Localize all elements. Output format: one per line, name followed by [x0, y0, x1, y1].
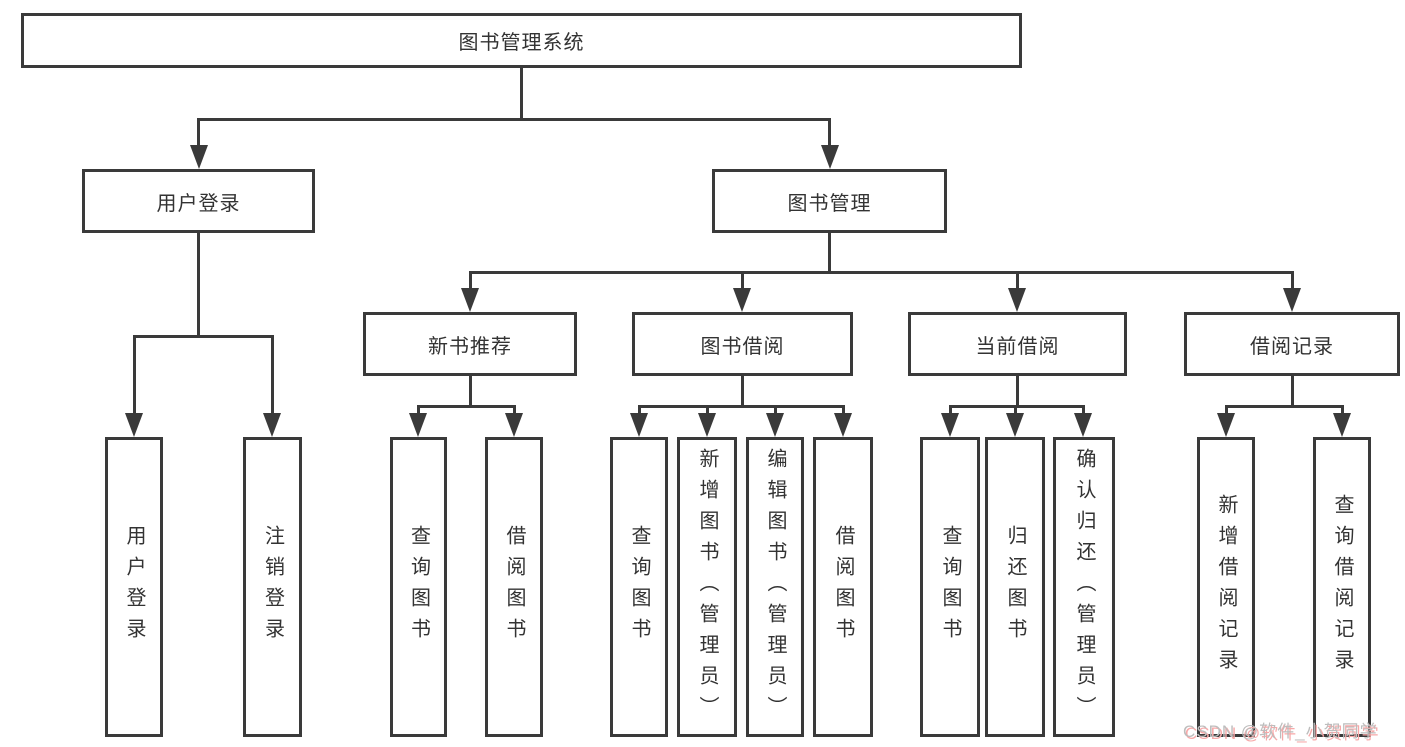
connector-line	[949, 405, 1085, 408]
leaf-newbook-borrow-label: 借阅图书	[503, 525, 525, 649]
connector-line	[1341, 405, 1344, 414]
leaf-user-login: 用户登录	[105, 437, 163, 737]
node-new-book-recommend-label: 新书推荐	[428, 335, 512, 358]
connector-line	[469, 376, 472, 407]
arrowhead-icon	[190, 145, 208, 169]
connector-line	[197, 118, 831, 121]
leaf-current-query-label: 查询图书	[939, 525, 961, 649]
leaf-records-query-label: 查询借阅记录	[1331, 494, 1353, 680]
leaf-records-add-label: 新增借阅记录	[1215, 494, 1237, 680]
connector-line	[520, 68, 523, 119]
arrowhead-icon	[263, 413, 281, 437]
leaf-borrow-query-label: 查询图书	[628, 525, 650, 649]
arrowhead-icon	[125, 413, 143, 437]
leaf-logout-login-label: 注销登录	[261, 525, 284, 649]
leaf-newbook-borrow: 借阅图书	[485, 437, 543, 737]
leaf-current-query: 查询图书	[920, 437, 980, 737]
leaf-newbook-query: 查询图书	[390, 437, 447, 737]
connector-line	[1014, 405, 1017, 414]
connector-line	[1016, 376, 1019, 407]
connector-line	[638, 405, 641, 414]
arrowhead-icon	[505, 413, 523, 437]
node-root: 图书管理系统	[21, 13, 1022, 68]
node-user-login-label: 用户登录	[156, 192, 241, 215]
connector-line	[741, 376, 744, 407]
connector-line	[513, 405, 516, 414]
leaf-logout-login: 注销登录	[243, 437, 302, 737]
leaf-borrow-borrow: 借阅图书	[813, 437, 873, 737]
leaf-records-query: 查询借阅记录	[1313, 437, 1371, 737]
connector-line	[741, 271, 744, 290]
node-book-management-label: 图书管理	[787, 192, 872, 215]
arrowhead-icon	[630, 413, 648, 437]
node-book-borrow-label: 图书借阅	[700, 335, 785, 358]
csdn-watermark: CSDN @软件_小贺同学	[1183, 722, 1378, 741]
connector-line	[197, 233, 200, 335]
connector-line	[197, 118, 200, 147]
leaf-newbook-query-label: 查询图书	[407, 525, 430, 649]
connector-line	[417, 405, 516, 408]
connector-line	[469, 271, 472, 290]
connector-line	[469, 271, 1294, 274]
arrowhead-icon	[1008, 288, 1026, 312]
arrowhead-icon	[766, 413, 784, 437]
node-root-label: 图书管理系统	[458, 32, 585, 54]
leaf-borrow-edit-admin: 编辑图书（管理员）	[746, 437, 804, 737]
node-borrow-records-label: 借阅记录	[1250, 335, 1334, 358]
arrowhead-icon	[698, 413, 716, 437]
leaf-current-confirm-admin: 确认归还（管理员）	[1053, 437, 1115, 737]
arrowhead-icon	[821, 145, 839, 169]
connector-line	[1016, 271, 1019, 290]
connector-line	[271, 335, 274, 414]
connector-line	[706, 405, 709, 414]
node-current-borrow: 当前借阅	[908, 312, 1127, 376]
connector-line	[1291, 376, 1294, 407]
leaf-borrow-add-admin: 新增图书（管理员）	[677, 437, 737, 737]
leaf-borrow-edit-admin-label: 编辑图书（管理员）	[764, 447, 786, 727]
connector-line	[1082, 405, 1085, 414]
arrowhead-icon	[941, 413, 959, 437]
node-book-borrow: 图书借阅	[632, 312, 853, 376]
arrowhead-icon	[1217, 413, 1235, 437]
arrowhead-icon	[1333, 413, 1351, 437]
arrowhead-icon	[461, 288, 479, 312]
connector-line	[133, 335, 136, 414]
node-borrow-records: 借阅记录	[1184, 312, 1400, 376]
arrowhead-icon	[409, 413, 427, 437]
connector-line	[774, 405, 777, 414]
leaf-borrow-add-admin-label: 新增图书（管理员）	[696, 447, 718, 727]
leaf-borrow-borrow-label: 借阅图书	[832, 525, 854, 649]
connector-line	[638, 405, 844, 408]
leaf-borrow-query: 查询图书	[610, 437, 668, 737]
arrowhead-icon	[1074, 413, 1092, 437]
connector-line	[828, 233, 831, 273]
connector-line	[1225, 405, 1343, 408]
connector-line	[842, 405, 845, 414]
connector-line	[828, 118, 831, 147]
node-user-login: 用户登录	[82, 169, 315, 233]
node-new-book-recommend: 新书推荐	[363, 312, 577, 376]
connector-line	[417, 405, 420, 414]
arrowhead-icon	[834, 413, 852, 437]
leaf-current-return-label: 归还图书	[1004, 525, 1026, 649]
connector-line	[949, 405, 952, 414]
leaf-records-add: 新增借阅记录	[1197, 437, 1255, 737]
leaf-current-return: 归还图书	[985, 437, 1045, 737]
leaf-user-login-label: 用户登录	[123, 525, 145, 649]
arrowhead-icon	[1006, 413, 1024, 437]
connector-line	[1225, 405, 1228, 414]
connector-line	[1291, 271, 1294, 290]
connector-line	[133, 335, 274, 338]
leaf-current-confirm-admin-label: 确认归还（管理员）	[1073, 447, 1095, 727]
arrowhead-icon	[733, 288, 751, 312]
node-current-borrow-label: 当前借阅	[975, 335, 1060, 358]
arrowhead-icon	[1283, 288, 1301, 312]
node-book-management: 图书管理	[712, 169, 947, 233]
